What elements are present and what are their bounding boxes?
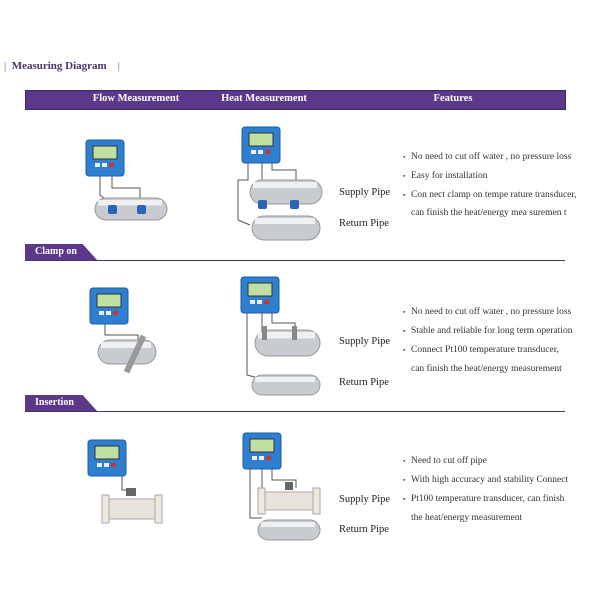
cable	[271, 313, 296, 332]
flanged-pipe	[101, 494, 163, 524]
cable	[121, 476, 130, 491]
feature-item: Connect Pt100 temperature transducer,	[403, 345, 559, 355]
feature-item: With high accuracy and stability Connect	[403, 475, 568, 485]
feature-item: No need to cut off water , no pressure l…	[403, 152, 571, 162]
header-heat: Heat Measurement	[221, 93, 307, 104]
supply-pipe-label: Supply Pipe	[339, 494, 391, 505]
feature-item: Easy for installation	[403, 171, 487, 181]
header-features: Features	[433, 93, 473, 104]
flow-meter-device	[87, 439, 127, 477]
flanged-pipe	[257, 487, 321, 515]
transducer-icon	[258, 200, 267, 209]
flow-meter-device	[89, 287, 129, 325]
pipe	[254, 329, 321, 357]
cable	[271, 469, 297, 488]
pipe	[251, 215, 321, 241]
pipe	[251, 374, 321, 396]
pipe	[257, 519, 321, 541]
supply-pipe-label: Supply Pipe	[339, 336, 391, 347]
cable	[249, 469, 262, 519]
feature-item: No need to cut off water , no pressure l…	[403, 307, 571, 317]
feature-item: Stable and reliable for long term operat…	[403, 326, 572, 336]
transducer-icon	[108, 205, 117, 214]
header-bar: Flow Measurement Heat Measurement Featur…	[25, 90, 566, 110]
pipe	[249, 179, 323, 205]
flow-meter-device	[241, 126, 281, 164]
cable	[237, 163, 251, 226]
page-title: | Measuring Diagram |	[4, 60, 120, 72]
feature-item: can finish the heat/energy mea suremen t	[411, 208, 567, 218]
flow-meter-device	[242, 432, 282, 470]
cable	[246, 313, 259, 379]
supply-pipe-label: Supply Pipe	[339, 187, 391, 198]
cable	[111, 176, 141, 205]
return-pipe-label: Return Pipe	[339, 524, 389, 535]
pipe	[97, 339, 157, 365]
flow-meter-device	[85, 139, 125, 177]
transducer-icon	[290, 200, 299, 209]
feature-item: Pt100 temperature transducer, can finish	[403, 494, 564, 504]
section-insertion: Insertion	[25, 395, 565, 412]
insertion-probe	[123, 334, 147, 374]
return-pipe-label: Return Pipe	[339, 377, 389, 388]
cable	[104, 324, 139, 342]
return-pipe-label: Return Pipe	[339, 218, 389, 229]
feature-item: Con nect clamp on tempe rature transduce…	[403, 190, 577, 200]
section-clamp-on: Clamp on	[25, 244, 565, 261]
section-label: Clamp on	[25, 244, 97, 260]
header-flow: Flow Measurement	[92, 93, 180, 104]
section-label: Insertion	[25, 395, 97, 411]
transducer-icon	[137, 205, 146, 214]
feature-item: the heat/energy measurement	[411, 513, 523, 523]
feature-item: Need to cut off pipe	[403, 456, 487, 466]
flow-meter-device	[240, 276, 280, 314]
pipe	[94, 197, 168, 221]
feature-item: can finish the heat/energy measurement	[411, 364, 562, 374]
